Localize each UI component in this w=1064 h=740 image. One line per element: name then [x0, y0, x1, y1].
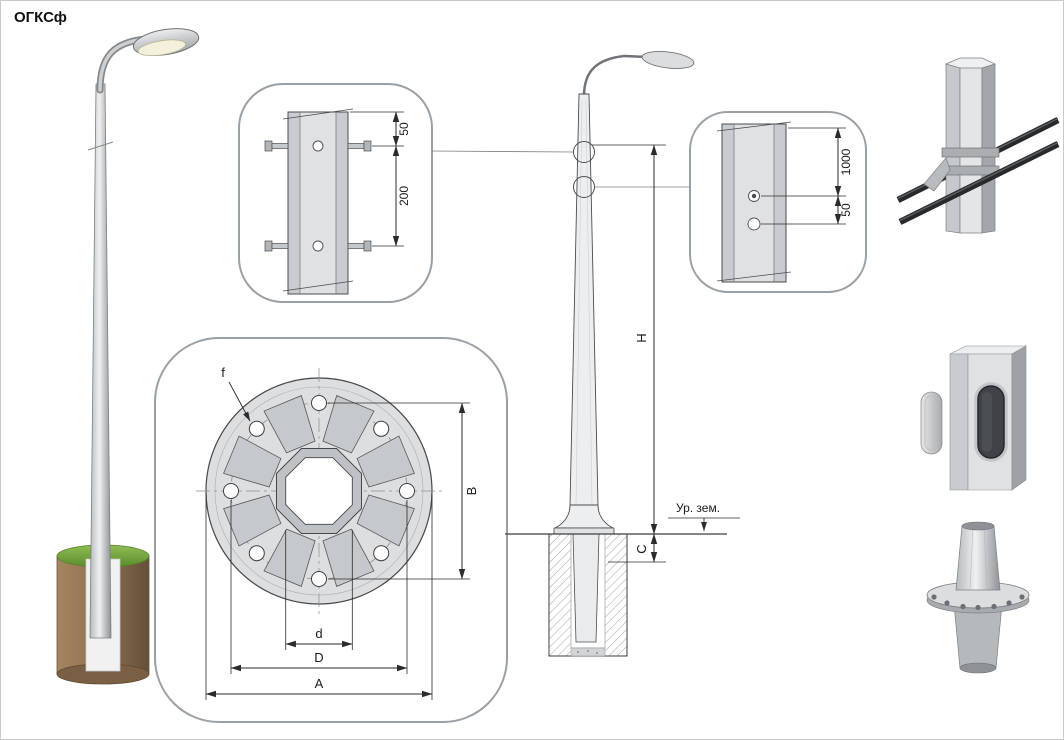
hatch-frame — [974, 382, 1008, 462]
hatch-cover-plate — [920, 391, 943, 455]
break-line — [716, 271, 792, 282]
plan-D-label: D — [314, 650, 323, 665]
bracket-3d-render — [896, 57, 1060, 234]
section-detail-callout: 1000 50 — [689, 111, 867, 293]
callout-connector-left — [431, 150, 574, 153]
lamp-arm-elevation — [582, 54, 649, 97]
break-line — [282, 108, 354, 120]
tube-opening — [961, 521, 995, 531]
embedded-pole-stub — [572, 533, 600, 643]
pole-elevation-drawing: Ур. зем. H C — [431, 51, 740, 657]
bolt-row-bottom — [264, 240, 372, 252]
plan-B-label: B — [464, 487, 479, 496]
clamp-band-upper — [941, 147, 1000, 158]
clamp-band-lower — [941, 165, 1000, 176]
elevation-H-label: H — [634, 333, 649, 342]
plan-f-label: f — [221, 365, 225, 380]
break-line — [282, 280, 354, 292]
flange-base-3d-render — [926, 521, 1030, 674]
joint-dim-200-label: 200 — [397, 186, 411, 206]
section-dim-50-label: 50 — [839, 203, 853, 217]
pole-top-cap — [944, 57, 996, 69]
luminaire-elevation — [641, 51, 695, 69]
pole-3d-render — [56, 28, 200, 685]
drawing-title: ОГКСф — [14, 9, 67, 26]
elevation-C-label: C — [634, 544, 649, 553]
plan-d-label: d — [315, 626, 322, 641]
break-line — [716, 121, 792, 132]
weld-seam-mark — [87, 141, 114, 151]
ground-level-label: Ур. зем. — [676, 501, 720, 515]
joint-dim-50-label: 50 — [397, 122, 411, 136]
flange-plan-callout: f B d D A — [154, 337, 508, 723]
base-skirt — [953, 603, 1003, 669]
base-flange-plate — [553, 527, 615, 535]
plan-A-label: A — [315, 676, 324, 691]
hole — [747, 217, 761, 231]
bolt-holes — [223, 395, 415, 587]
support-rod-front — [898, 141, 1060, 225]
base-tube — [955, 525, 1001, 591]
luminaire-3d — [132, 28, 200, 56]
section-dim-1000-label: 1000 — [839, 148, 853, 175]
bolt-row-top — [264, 140, 372, 152]
cone-bracket — [923, 157, 951, 192]
detail-balloon-top — [573, 141, 595, 163]
hatch-3d-render — [920, 345, 1028, 491]
detail-balloon-bottom — [573, 176, 595, 198]
detail-flange-joint-callout: 50 200 — [238, 83, 433, 303]
